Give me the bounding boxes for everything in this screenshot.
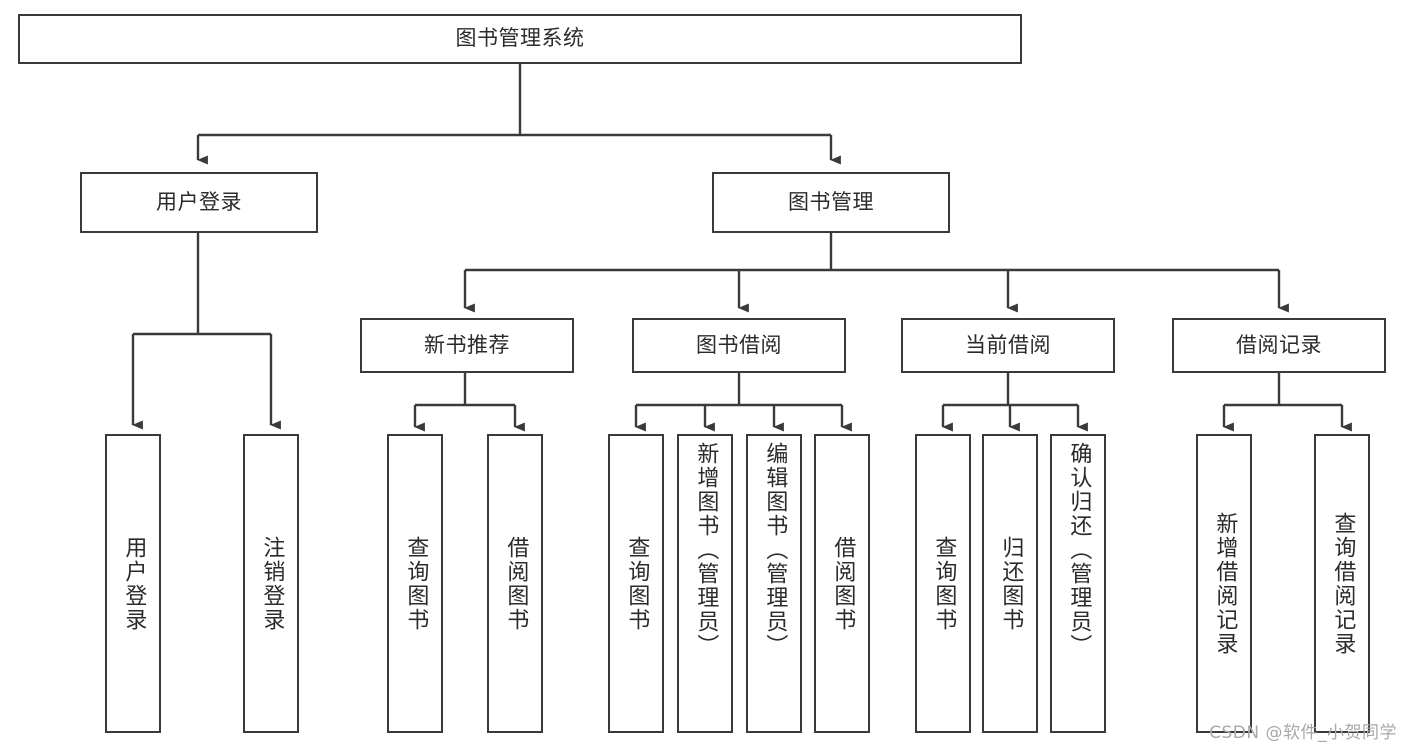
leaf-return-book-label: 归还图书	[998, 535, 1024, 632]
leaf-confirm-return-admin-label: 确认归还（管理员）	[1066, 442, 1092, 658]
leaf-borrow-book-recommend[interactable]: 借阅图书	[487, 434, 543, 733]
leaf-user-login[interactable]: 用户登录	[105, 434, 161, 733]
leaf-borrow-book[interactable]: 借阅图书	[814, 434, 870, 733]
node-book-borrow-label: 图书借阅	[696, 332, 782, 357]
leaf-query-book-recommend-label: 查询图书	[403, 535, 429, 632]
leaf-confirm-return-admin[interactable]: 确认归还（管理员）	[1050, 434, 1106, 733]
leaf-edit-book-admin[interactable]: 编辑图书（管理员）	[746, 434, 802, 733]
leaf-query-book-current[interactable]: 查询图书	[915, 434, 971, 733]
leaf-logout[interactable]: 注销登录	[243, 434, 299, 733]
leaf-query-borrow-record-label: 查询借阅记录	[1330, 511, 1356, 656]
node-new-book-recommend[interactable]: 新书推荐	[360, 318, 574, 373]
leaf-query-book-current-label: 查询图书	[931, 535, 957, 632]
leaf-add-borrow-record[interactable]: 新增借阅记录	[1196, 434, 1252, 733]
leaf-add-book-admin[interactable]: 新增图书（管理员）	[677, 434, 733, 733]
node-current-borrow-label: 当前借阅	[965, 332, 1051, 357]
node-new-book-recommend-label: 新书推荐	[424, 332, 510, 357]
leaf-query-book-recommend[interactable]: 查询图书	[387, 434, 443, 733]
node-root[interactable]: 图书管理系统	[18, 14, 1022, 64]
leaf-logout-label: 注销登录	[259, 535, 285, 632]
watermark-text: CSDN @软件_小贺同学	[1209, 723, 1397, 743]
node-borrow-record-label: 借阅记录	[1236, 332, 1322, 357]
leaf-add-borrow-record-label: 新增借阅记录	[1212, 511, 1238, 656]
node-book-manage-label: 图书管理	[788, 189, 874, 214]
node-book-borrow[interactable]: 图书借阅	[632, 318, 846, 373]
node-user-login-label: 用户登录	[156, 189, 242, 214]
leaf-return-book[interactable]: 归还图书	[982, 434, 1038, 733]
leaf-borrow-book-recommend-label: 借阅图书	[503, 535, 529, 632]
node-borrow-record[interactable]: 借阅记录	[1172, 318, 1386, 373]
leaf-user-login-label: 用户登录	[121, 535, 147, 632]
leaf-query-book-borrow-label: 查询图书	[624, 535, 650, 632]
leaf-edit-book-admin-label: 编辑图书（管理员）	[762, 442, 788, 658]
leaf-borrow-book-label: 借阅图书	[830, 535, 856, 632]
node-root-label: 图书管理系统	[455, 26, 585, 51]
node-book-manage[interactable]: 图书管理	[712, 172, 950, 233]
leaf-query-borrow-record[interactable]: 查询借阅记录	[1314, 434, 1370, 733]
node-user-login[interactable]: 用户登录	[80, 172, 318, 233]
leaf-add-book-admin-label: 新增图书（管理员）	[693, 442, 719, 658]
leaf-query-book-borrow[interactable]: 查询图书	[608, 434, 664, 733]
node-current-borrow[interactable]: 当前借阅	[901, 318, 1115, 373]
